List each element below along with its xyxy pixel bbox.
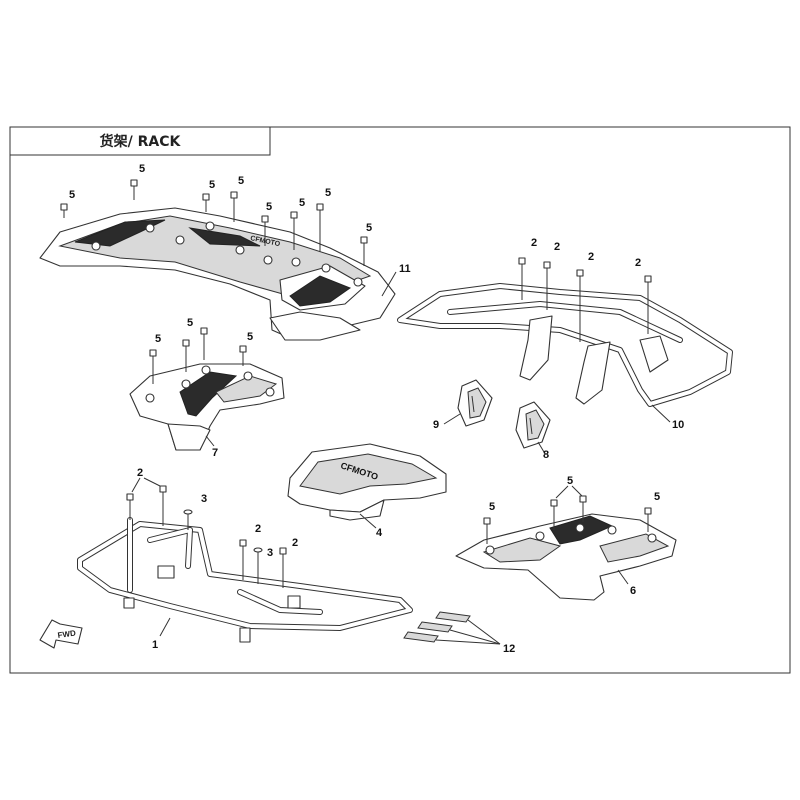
drawing-border <box>9 126 791 674</box>
callout-5: 5 <box>366 222 372 234</box>
bolt-icon <box>149 349 157 384</box>
callout-2: 2 <box>554 241 560 253</box>
bolt-icon <box>550 499 558 530</box>
part-11-front-rack-cover: CFMOTO <box>39 207 396 341</box>
callout-5: 5 <box>247 331 253 343</box>
callout-4: 4 <box>376 527 383 539</box>
callout-5: 5 <box>209 179 215 191</box>
callout-5: 5 <box>299 197 305 209</box>
bolt-icon <box>279 547 287 588</box>
callout-2: 2 <box>588 251 594 263</box>
callout-2: 2 <box>255 523 261 535</box>
part-11-bolts <box>60 179 368 266</box>
callout-5: 5 <box>567 475 573 487</box>
callout-5: 5 <box>139 163 145 175</box>
bolt-icon <box>543 261 551 310</box>
bolt-icon <box>130 179 138 200</box>
part-7-center-rack-cover <box>129 363 285 451</box>
part-6-bolts <box>483 495 652 544</box>
part-1-bolts <box>126 485 287 588</box>
callout-5: 5 <box>155 333 161 345</box>
part-12-strips <box>403 611 471 643</box>
part-6-rear-rack-cover <box>455 513 677 601</box>
forward-direction-arrow-icon: FWD <box>39 619 83 649</box>
bolt-icon <box>200 327 208 360</box>
part-10-bolts <box>518 257 652 342</box>
bolt-icon <box>60 203 68 218</box>
callout-2: 2 <box>137 467 143 479</box>
bolt-icon <box>202 193 210 212</box>
callout-3: 3 <box>201 493 207 505</box>
callout-10: 10 <box>672 419 684 431</box>
callout-5: 5 <box>69 189 75 201</box>
callout-11: 11 <box>399 263 411 275</box>
callout-5: 5 <box>325 187 331 199</box>
callout-12: 12 <box>503 643 515 655</box>
callout-2: 2 <box>635 257 641 269</box>
bolt-icon <box>579 495 587 522</box>
callout-5: 5 <box>489 501 495 513</box>
bolt-icon <box>239 345 247 366</box>
bolt-icon <box>576 269 584 342</box>
callout-2: 2 <box>292 537 298 549</box>
bolt-icon <box>316 203 324 252</box>
callout-6: 6 <box>630 585 636 597</box>
bolt-icon <box>518 257 526 300</box>
callout-9: 9 <box>433 419 439 431</box>
bolt-icon <box>159 485 167 526</box>
callout-5: 5 <box>238 175 244 187</box>
part-9-bracket <box>457 379 493 427</box>
bolt-icon <box>644 507 652 532</box>
callout-3: 3 <box>267 547 273 559</box>
bolt-icon <box>483 517 491 544</box>
part-8-bracket <box>515 401 551 449</box>
washer-icon <box>253 547 263 584</box>
washer-icon <box>183 509 193 530</box>
bolt-icon <box>261 215 269 246</box>
callout-1: 1 <box>152 639 158 651</box>
part-10-rear-tube-rack <box>397 283 733 407</box>
callout-5: 5 <box>266 201 272 213</box>
bolt-icon <box>239 539 247 580</box>
bolt-icon <box>360 236 368 266</box>
part-4-top-pad: CFMOTO <box>287 443 447 521</box>
callout-2: 2 <box>531 237 537 249</box>
part-7-bolts <box>149 327 247 384</box>
bolt-icon <box>126 493 134 520</box>
callout-5: 5 <box>187 317 193 329</box>
part-1-front-tube-rack <box>77 517 413 643</box>
fwd-label: FWD <box>57 629 77 640</box>
title-box <box>9 126 271 156</box>
callout-7: 7 <box>212 447 218 459</box>
bolt-icon <box>182 339 190 372</box>
callout-8: 8 <box>543 449 549 461</box>
page-title: 货架/ RACK <box>99 133 182 150</box>
bolt-icon <box>644 275 652 334</box>
bolt-icon <box>290 211 298 250</box>
bolt-icon <box>230 191 238 222</box>
callout-5: 5 <box>654 491 660 503</box>
